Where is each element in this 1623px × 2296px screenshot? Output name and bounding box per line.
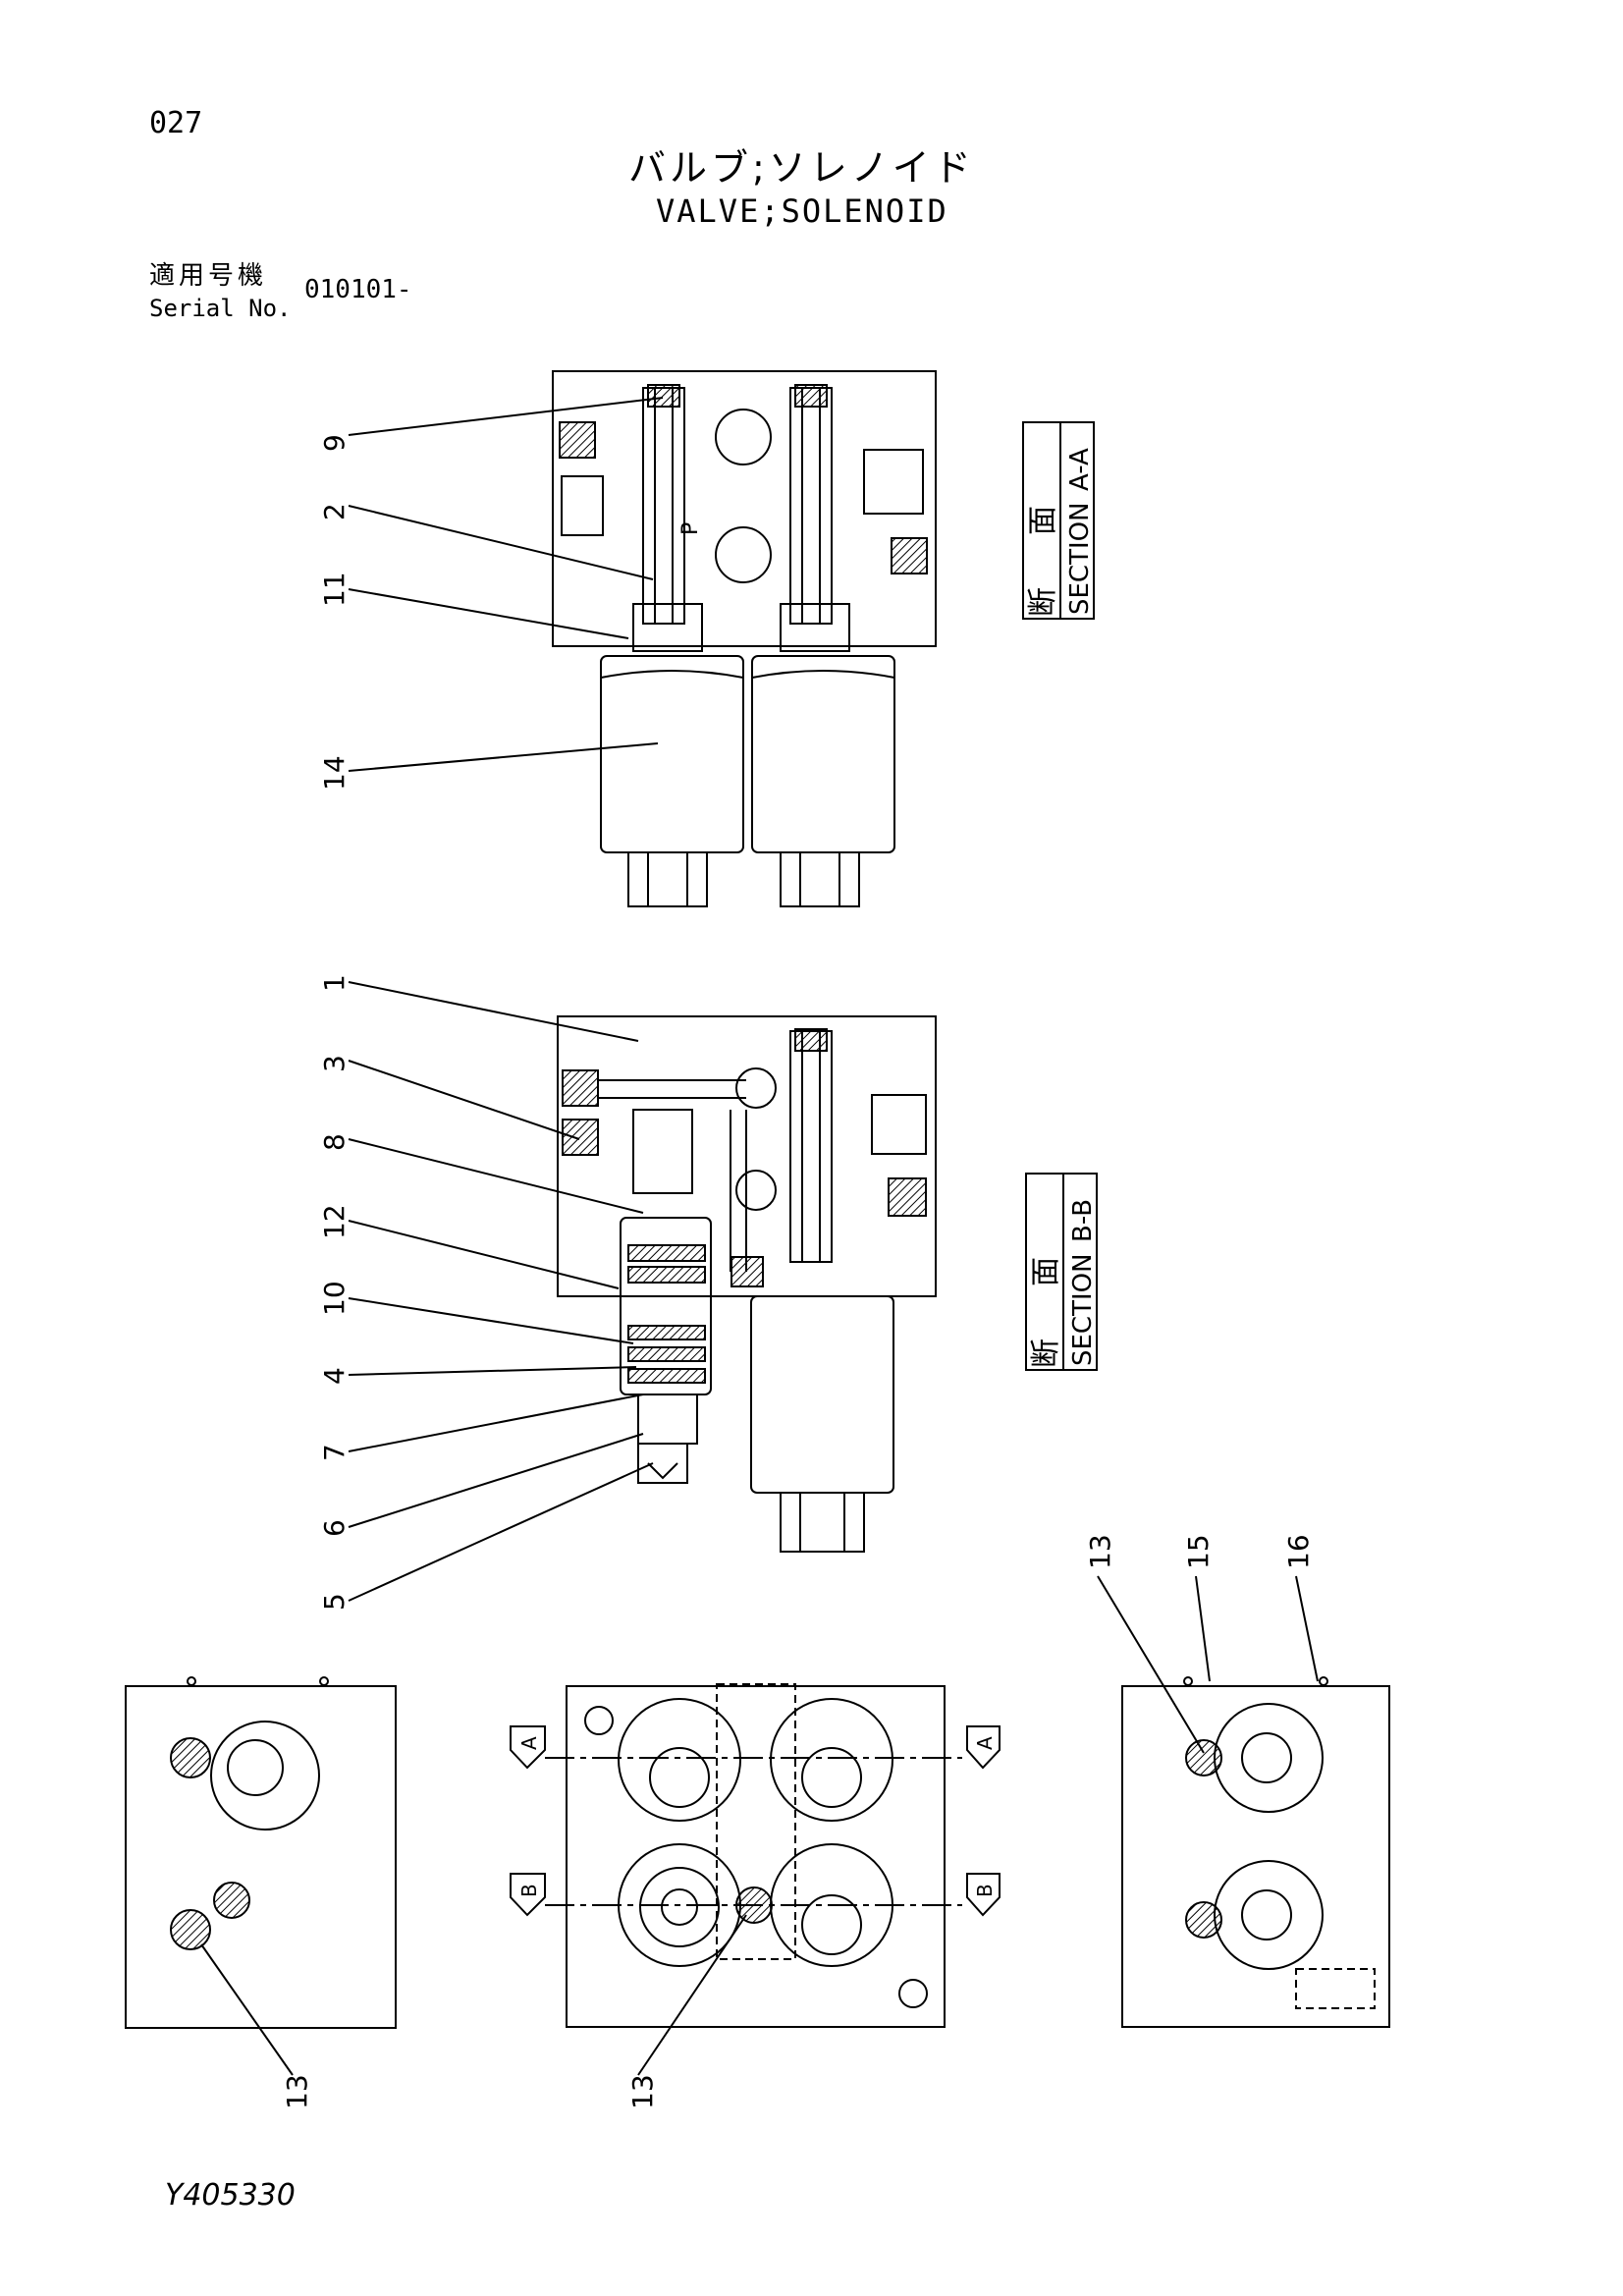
callout-12: 12 <box>318 1204 351 1239</box>
valve-body-aa <box>552 370 937 647</box>
port-aa-upper <box>715 409 772 465</box>
marker-b-right <box>966 1873 1001 1917</box>
callout-2: 2 <box>318 503 351 520</box>
section-label-aa <box>1022 421 1095 620</box>
fitting-aa-right <box>863 449 924 515</box>
section-aa-kanji-1: 断 <box>1026 587 1060 617</box>
leader-13-right <box>1097 1575 1205 1754</box>
leader-14 <box>348 742 659 772</box>
leader-15 <box>1195 1575 1211 1682</box>
callout-6: 6 <box>318 1519 351 1537</box>
document-code: Y405330 <box>165 2178 296 2213</box>
section-aa-view <box>552 370 937 907</box>
marker-a-left <box>510 1725 546 1770</box>
callout-7: 7 <box>318 1444 351 1461</box>
port-label-p: P <box>678 522 703 535</box>
callout-3: 3 <box>318 1055 351 1072</box>
leader-8 <box>348 1138 644 1214</box>
callout-15: 15 <box>1182 1534 1215 1569</box>
leader-3 <box>348 1060 580 1140</box>
serial-label-english: Serial No. <box>149 295 292 322</box>
callout-5: 5 <box>318 1593 351 1611</box>
leader-2 <box>348 505 654 580</box>
solenoid-coil-bb <box>750 1295 894 1494</box>
nut-aa-left <box>627 851 708 907</box>
marker-a-right-letter: A <box>973 1736 997 1750</box>
spool-aa-left <box>642 387 685 625</box>
section-bb-kanji-1: 断 <box>1029 1339 1063 1368</box>
spool-bb-right <box>789 1030 833 1263</box>
section-label-bb <box>1025 1173 1098 1371</box>
solenoid-coil-aa-right <box>751 655 895 853</box>
nut-aa-right <box>780 851 860 907</box>
marker-b-left <box>510 1873 546 1917</box>
port-aa-lower <box>715 526 772 583</box>
nut-bb <box>780 1492 865 1553</box>
plug-aa-lower <box>561 475 604 536</box>
relief-cartridge <box>632 1109 693 1194</box>
callout-16: 16 <box>1282 1534 1315 1569</box>
leader-4 <box>348 1366 637 1376</box>
side-view-left <box>125 1676 397 2029</box>
callout-9: 9 <box>318 434 351 452</box>
spool-aa-right <box>789 387 833 625</box>
section-aa-kanji-2: 面 <box>1026 506 1060 535</box>
section-bb-view <box>557 1015 937 1553</box>
leader-10 <box>348 1297 634 1344</box>
side-view-right <box>1121 1676 1390 2028</box>
leader-11 <box>348 588 629 639</box>
serial-number-value: 010101- <box>304 275 412 304</box>
leader-13-center <box>637 1914 747 2076</box>
solenoid-coil-aa-left <box>600 655 744 853</box>
marker-a-left-letter: A <box>517 1736 541 1750</box>
marker-b-left-letter: B <box>517 1884 541 1897</box>
serial-label-japanese: 適用号機 <box>149 261 268 291</box>
page-number: 027 <box>149 106 203 140</box>
callout-1: 1 <box>318 974 351 992</box>
front-view-center <box>510 1683 1001 2028</box>
leader-1 <box>348 981 639 1042</box>
plug-aa-right <box>891 537 928 574</box>
leader-12 <box>348 1220 620 1289</box>
section-bb-word: SECTION <box>1068 1253 1098 1366</box>
leader-7 <box>348 1394 644 1452</box>
valve-body-bb <box>557 1015 937 1297</box>
callout-11: 11 <box>318 572 351 607</box>
section-aa-mark: A-A <box>1065 448 1095 491</box>
callout-13-left: 13 <box>281 2074 313 2109</box>
leader-6 <box>348 1433 644 1528</box>
callout-13-center: 13 <box>626 2074 659 2109</box>
title-japanese: バルブ;ソレノイド <box>628 146 975 190</box>
marker-a-right <box>966 1725 1001 1770</box>
leader-9 <box>348 397 664 436</box>
plug-aa-upper <box>559 421 596 459</box>
leader-5 <box>348 1462 654 1602</box>
callout-14: 14 <box>318 755 351 791</box>
section-bb-mark: B-B <box>1068 1199 1098 1242</box>
callout-4: 4 <box>318 1367 351 1385</box>
title-english: VALVE;SOLENOID <box>656 192 948 230</box>
callout-10: 10 <box>318 1281 351 1316</box>
callout-8: 8 <box>318 1133 351 1151</box>
marker-b-right-letter: B <box>973 1884 997 1897</box>
leader-13-left <box>200 1943 294 2076</box>
section-aa-word: SECTION <box>1065 502 1095 615</box>
leader-16 <box>1295 1575 1319 1682</box>
section-bb-kanji-2: 面 <box>1029 1257 1063 1286</box>
callout-13-right: 13 <box>1084 1534 1116 1569</box>
